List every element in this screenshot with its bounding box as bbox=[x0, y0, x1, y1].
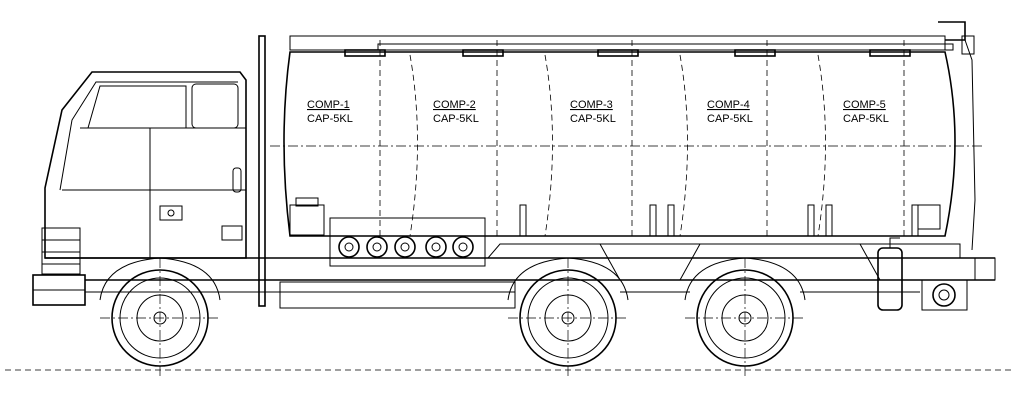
front-box bbox=[289, 204, 325, 236]
manhole-4 bbox=[734, 49, 776, 57]
compartment-labels: COMP-1 CAP-5KL COMP-2 CAP-5KL COMP-3 CAP… bbox=[307, 99, 889, 125]
valve-1 bbox=[338, 236, 360, 258]
cab-window-side bbox=[191, 83, 239, 129]
front-wheel bbox=[99, 257, 221, 378]
comp-label-5: COMP-5 bbox=[843, 99, 886, 111]
door-handle bbox=[159, 205, 183, 221]
manhole-2 bbox=[462, 49, 504, 57]
manhole-1 bbox=[344, 49, 386, 57]
comp-label-3: COMP-3 bbox=[570, 99, 613, 111]
comp-label-2: COMP-2 bbox=[433, 99, 476, 111]
cab-rear-post bbox=[258, 35, 266, 307]
truck-cab bbox=[32, 35, 266, 307]
valve-cabinet bbox=[329, 217, 486, 267]
valve-4 bbox=[425, 236, 447, 258]
valve-2 bbox=[366, 236, 388, 258]
cab-window-front bbox=[87, 85, 187, 129]
rear-pump bbox=[921, 279, 968, 311]
vent-pipe bbox=[938, 21, 966, 41]
middle-wheel bbox=[507, 257, 629, 378]
cap-label-5: CAP-5KL bbox=[843, 113, 889, 125]
valve-3 bbox=[394, 236, 416, 258]
cap-label-4: CAP-5KL bbox=[707, 113, 753, 125]
chassis-frame bbox=[45, 243, 996, 309]
manhole-3 bbox=[597, 49, 639, 57]
comp-label-4: COMP-4 bbox=[707, 99, 750, 111]
comp-label-1: COMP-1 bbox=[307, 99, 350, 111]
cap-label-1: CAP-5KL bbox=[307, 113, 353, 125]
valve-5 bbox=[452, 236, 474, 258]
side-lamp bbox=[232, 167, 242, 193]
cap-label-2: CAP-5KL bbox=[433, 113, 479, 125]
cap-label-3: CAP-5KL bbox=[570, 113, 616, 125]
tank-body bbox=[270, 21, 985, 251]
tank-brackets bbox=[519, 204, 919, 236]
rear-wheel bbox=[684, 257, 806, 378]
top-rail bbox=[377, 43, 954, 51]
manhole-5 bbox=[869, 49, 911, 57]
